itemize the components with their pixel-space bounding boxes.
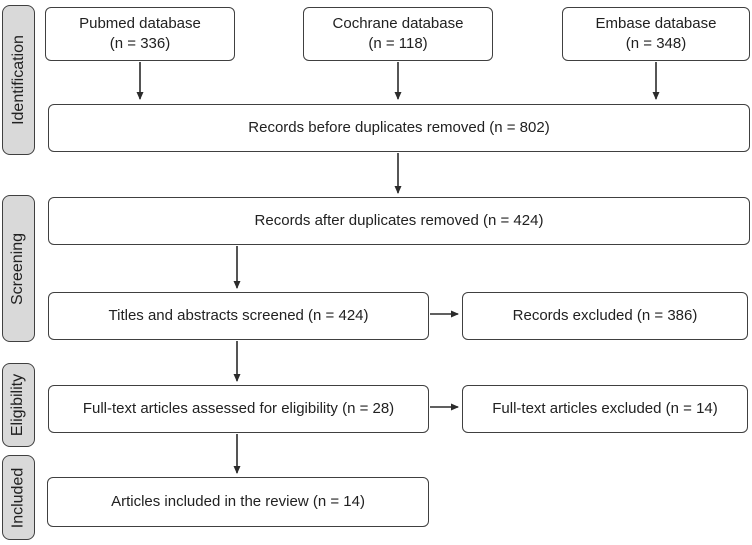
fulltext-assessed-box: Full-text articles assessed for eligibil…: [48, 385, 429, 433]
stage-eligibility-label: Eligibility: [9, 373, 27, 437]
records-before-duplicates-box: Records before duplicates removed (n = 8…: [48, 104, 750, 152]
records-after-duplicates-box: Records after duplicates removed (n = 42…: [48, 197, 750, 245]
embase-database-box: Embase database (n = 348): [562, 7, 750, 61]
records-before-duplicates-label: Records before duplicates removed (n = 8…: [248, 118, 550, 136]
stage-identification: Identification: [2, 5, 35, 155]
fulltext-excluded-label: Full-text articles excluded (n = 14): [492, 399, 718, 417]
cochrane-database-name: Cochrane database: [332, 14, 464, 32]
titles-abstracts-screened-box: Titles and abstracts screened (n = 424): [48, 292, 429, 340]
stage-identification-label: Identification: [9, 35, 27, 125]
pubmed-database-box: Pubmed database (n = 336): [45, 7, 235, 61]
cochrane-database-count: (n = 118): [368, 35, 428, 52]
articles-included-box: Articles included in the review (n = 14): [47, 477, 429, 527]
stage-included-label: Included: [9, 467, 27, 528]
stage-eligibility: Eligibility: [2, 363, 35, 447]
stage-screening: Screening: [2, 195, 35, 342]
titles-abstracts-screened-label: Titles and abstracts screened (n = 424): [108, 306, 369, 324]
fulltext-excluded-box: Full-text articles excluded (n = 14): [462, 385, 748, 433]
embase-database-name: Embase database: [595, 14, 717, 32]
cochrane-database-box: Cochrane database (n = 118): [303, 7, 493, 61]
pubmed-database-count: (n = 336): [109, 35, 171, 52]
records-excluded-box: Records excluded (n = 386): [462, 292, 748, 340]
stage-included: Included: [2, 455, 35, 540]
articles-included-label: Articles included in the review (n = 14): [111, 492, 365, 510]
fulltext-assessed-label: Full-text articles assessed for eligibil…: [82, 399, 395, 417]
records-after-duplicates-label: Records after duplicates removed (n = 42…: [254, 211, 544, 229]
stage-screening-label: Screening: [9, 232, 27, 305]
pubmed-database-name: Pubmed database: [79, 14, 201, 32]
embase-database-count: (n = 348): [625, 35, 687, 52]
records-excluded-label: Records excluded (n = 386): [512, 306, 698, 324]
